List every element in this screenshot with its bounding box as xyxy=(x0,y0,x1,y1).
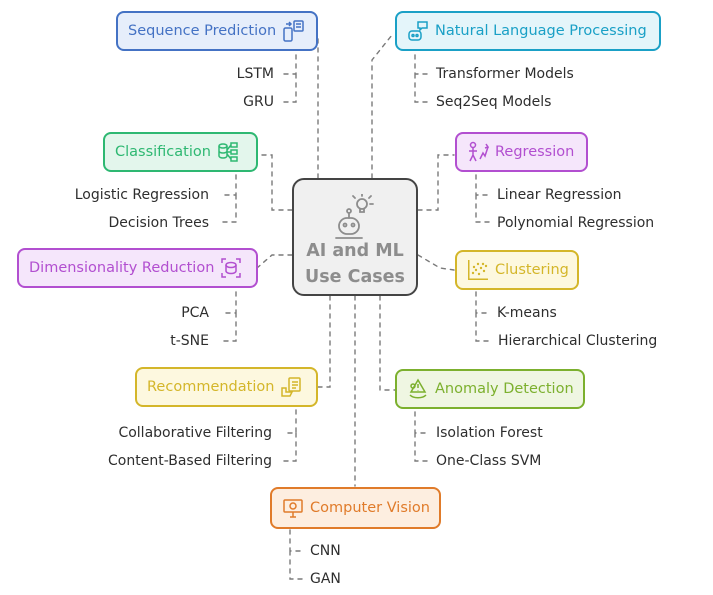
node-computer-vision[interactable]: Computer Vision xyxy=(270,487,441,529)
node-clustering[interactable]: Clustering xyxy=(455,250,579,290)
connector-nlp xyxy=(371,34,393,179)
center-node[interactable]: AI and ML Use Cases xyxy=(292,178,418,296)
node-sequence-prediction[interactable]: Sequence Prediction xyxy=(116,11,318,51)
leaf-bracket-dimensionality xyxy=(221,291,237,342)
leaf-decision-trees: Decision Trees xyxy=(108,215,209,231)
node-dimensionality-reduction[interactable]: Dimensionality Reduction xyxy=(17,248,258,288)
leaf-pca: PCA xyxy=(181,305,209,321)
camera-screen-icon xyxy=(283,499,303,518)
person-trend-icon xyxy=(469,141,489,162)
leaf-bracket-recommendation xyxy=(283,409,297,462)
leaf-bracket-clustering xyxy=(475,291,490,342)
node-label: Dimensionality Reduction xyxy=(29,259,215,276)
database-network-icon xyxy=(218,142,238,162)
leaf-hierarchical-clustering: Hierarchical Clustering xyxy=(498,333,658,349)
node-label: Regression xyxy=(495,143,575,160)
node-anomaly-detection[interactable]: Anomaly Detection xyxy=(395,369,585,409)
node-natural-language-processing[interactable]: Natural Language Processing xyxy=(395,11,661,51)
node-label: Sequence Prediction xyxy=(128,22,277,39)
leaf-bracket-vision xyxy=(289,529,303,580)
leaf-gru: GRU xyxy=(243,94,274,110)
cube-reduce-icon xyxy=(221,258,242,278)
leaf-polynomial-regression: Polynomial Regression xyxy=(497,215,655,231)
leaf-t-sne: t-SNE xyxy=(170,333,209,349)
node-recommendation[interactable]: Recommendation xyxy=(135,367,318,407)
warning-scan-icon xyxy=(409,378,427,399)
leaf-bracket-sequence xyxy=(283,54,297,103)
leaf-isolation-forest: Isolation Forest xyxy=(436,425,543,441)
leaf-bracket-regression xyxy=(475,174,490,223)
leaf-bracket-anomaly xyxy=(414,411,429,462)
connector-anomaly-detection xyxy=(379,295,396,391)
leaf-content-based-filtering: Content-Based Filtering xyxy=(108,453,272,469)
chat-robot-icon xyxy=(408,21,428,41)
leaf-bracket-classification xyxy=(221,174,237,223)
node-label: Natural Language Processing xyxy=(435,22,647,39)
hand-list-icon xyxy=(281,377,302,397)
leaf-lstm: LSTM xyxy=(236,66,274,82)
node-classification[interactable]: Classification xyxy=(103,132,258,172)
node-label: Recommendation xyxy=(147,378,275,395)
leaf-one-class-svm: One-Class SVM xyxy=(436,453,542,469)
node-label: Computer Vision xyxy=(310,499,430,516)
center-title-line2: Use Cases xyxy=(305,267,405,287)
mobile-sequence-icon xyxy=(283,20,304,42)
node-regression[interactable]: Regression xyxy=(455,132,588,172)
connector-regression xyxy=(417,154,455,211)
node-label: Anomaly Detection xyxy=(435,380,574,397)
connector-clustering xyxy=(417,254,455,271)
leaf-collaborative-filtering: Collaborative Filtering xyxy=(118,425,272,441)
leaf-bracket-nlp xyxy=(414,54,429,103)
robot-lightbulb-icon xyxy=(335,194,374,239)
leaf-gan: GAN xyxy=(310,571,341,587)
leaf-k-means: K-means xyxy=(497,305,557,321)
connector-dimensionality-reduction xyxy=(256,254,293,269)
leaf-seq2seq-models: Seq2Seq Models xyxy=(436,94,552,110)
connector-classification xyxy=(257,154,293,211)
scatter-dots-icon xyxy=(468,260,488,280)
leaf-linear-regression: Linear Regression xyxy=(497,187,622,203)
leaf-logistic-regression: Logistic Regression xyxy=(74,187,209,203)
connector-recommendation xyxy=(317,295,331,388)
center-title-line1: AI and ML xyxy=(306,241,404,261)
node-label: Classification xyxy=(115,143,211,160)
node-label: Clustering xyxy=(495,261,569,278)
leaf-transformer-models: Transformer Models xyxy=(436,66,574,82)
leaf-cnn: CNN xyxy=(310,543,341,559)
